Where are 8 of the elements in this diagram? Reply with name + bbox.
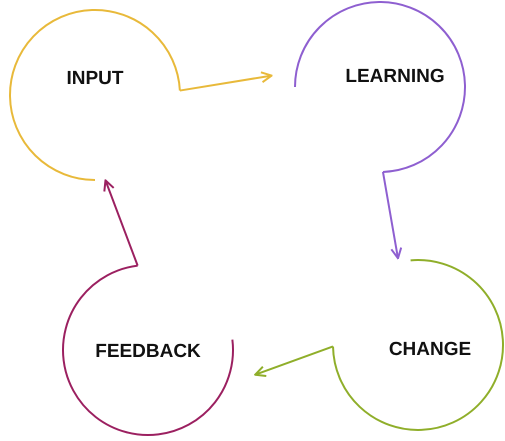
stage-label: CHANGE (388, 339, 472, 361)
stage-label: INPUT (66, 68, 124, 90)
arrow (180, 71, 273, 92)
arrow (103, 179, 139, 266)
stage-label: LEARNING (345, 66, 445, 88)
stage-label: FEEDBACK (95, 341, 201, 363)
arrow (254, 346, 334, 378)
arrow (382, 172, 402, 260)
